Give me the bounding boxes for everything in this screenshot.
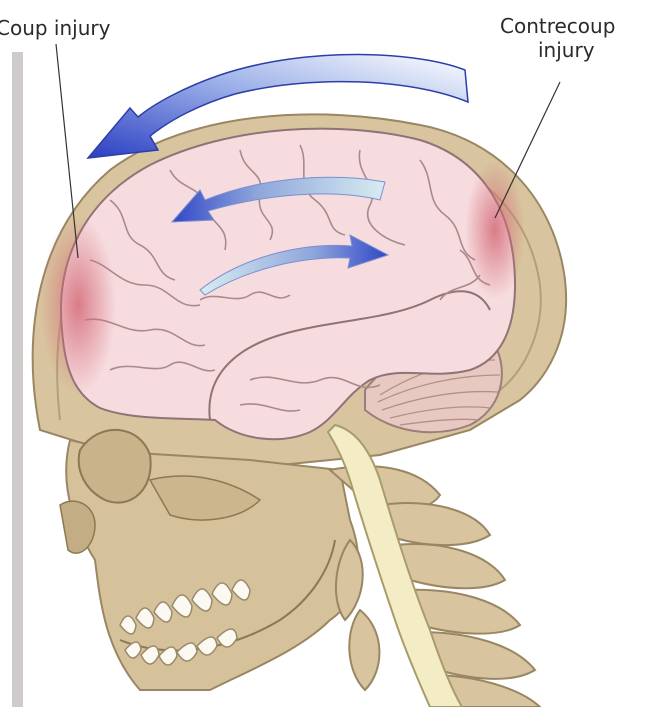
contrecoup-label-line2: injury — [500, 38, 650, 62]
contrecoup-injury-label: Contrecoup injury — [500, 14, 650, 62]
contrecoup-label-line1: Contrecoup — [500, 14, 615, 38]
nasal-cavity — [60, 501, 95, 553]
coup-injury-label: Coup injury — [0, 16, 110, 40]
contrecoup-injury-zone — [465, 160, 525, 300]
coup-injury-zone — [40, 215, 116, 395]
